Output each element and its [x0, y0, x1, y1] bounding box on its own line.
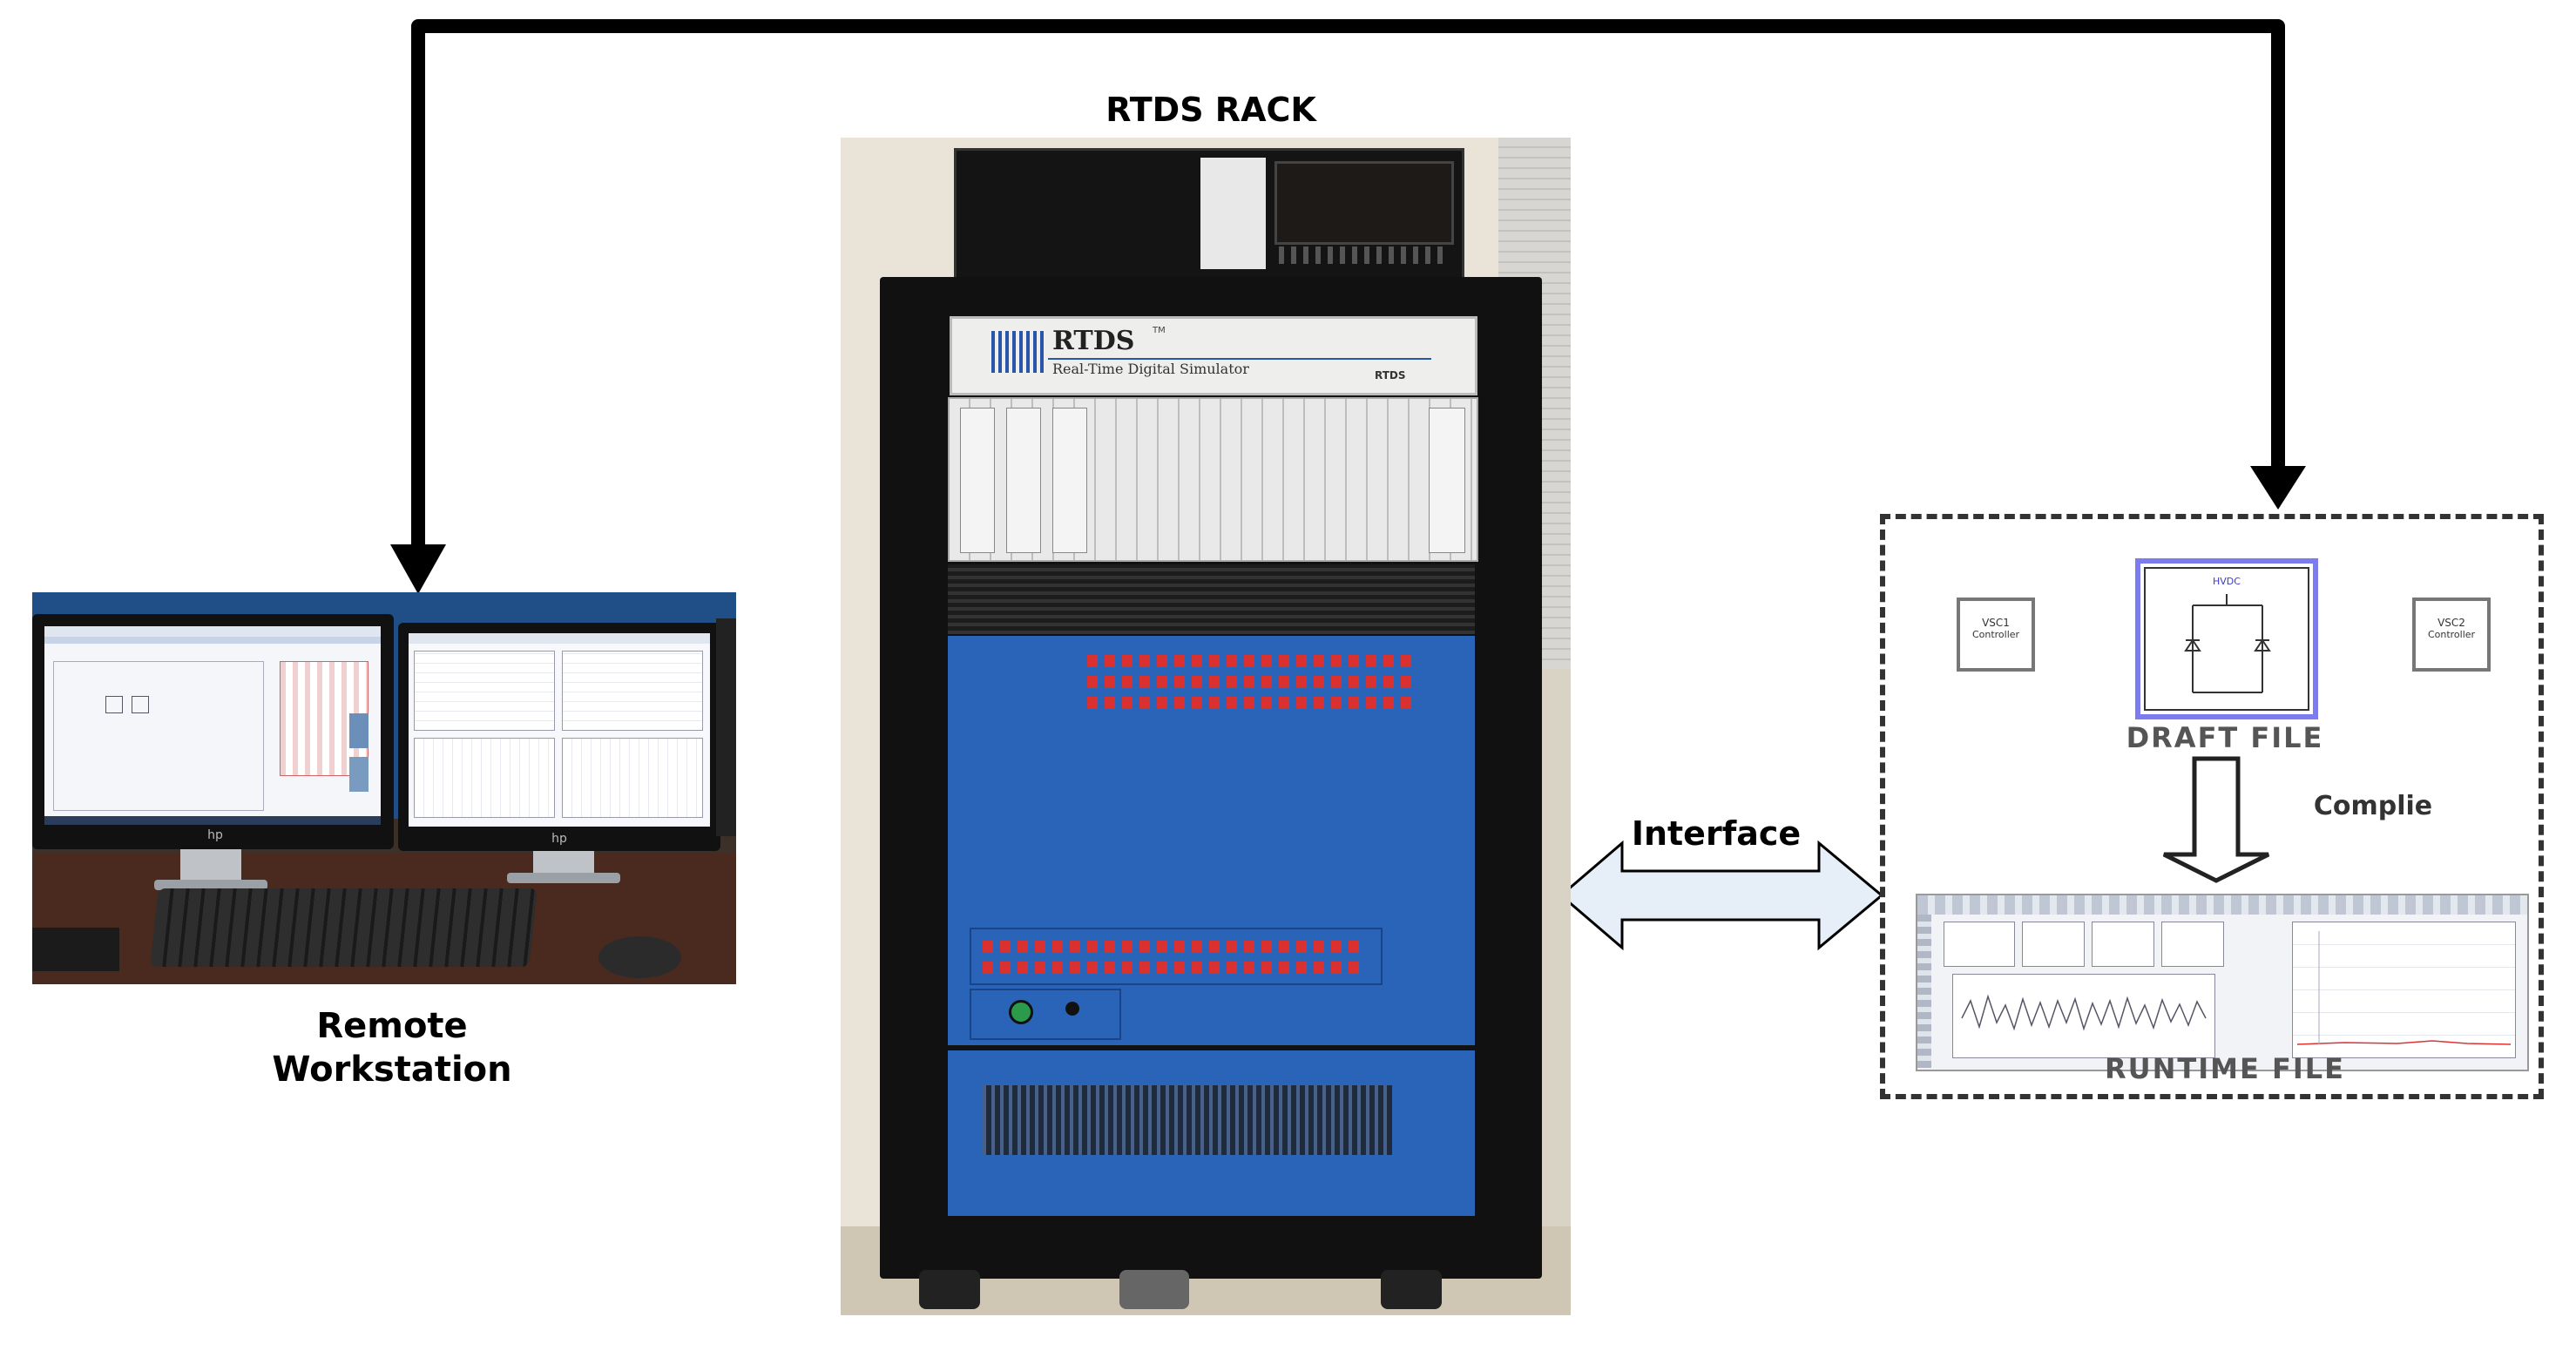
green-connector	[1009, 1000, 1033, 1024]
interface-label: Interface	[1631, 814, 1802, 853]
monitor-right-screen	[409, 633, 710, 827]
arrowhead-to-software	[2250, 466, 2306, 510]
rtds-tm: TM	[1153, 326, 1166, 335]
top-unit-white-panel	[1200, 158, 1266, 269]
vsc2-sublabel: Controller	[2427, 629, 2476, 640]
phone	[32, 928, 119, 971]
red-terminal-row-3	[1087, 697, 1418, 709]
compile-down-arrow	[2162, 756, 2270, 883]
vsc2-controller-block: VSC2 Controller	[2412, 598, 2491, 672]
rtds-brand: RTDS	[1052, 326, 1135, 356]
interface-double-arrow	[1558, 840, 1884, 951]
vent-strip	[948, 564, 1475, 634]
runtime-meter-3	[2092, 922, 2154, 967]
arrowhead-to-workstation	[390, 544, 446, 594]
monitor-left-stand	[180, 849, 241, 884]
fan-grill-panel	[948, 1050, 1475, 1216]
workstation-photo: hp hp	[32, 592, 736, 984]
top-unit-display	[1274, 161, 1454, 245]
vsc2-label: VSC2	[2437, 617, 2465, 629]
runtime-plot-right	[2292, 922, 2516, 1058]
red-terminal-row-5	[983, 962, 1366, 974]
rtds-rack-photo: RTDS TM Real-Time Digital Simulator RTDS	[841, 138, 1571, 1315]
workstation-label-line1: Remote	[316, 1006, 468, 1046]
monitor-right: hp	[398, 623, 720, 851]
blue-terminal-panel	[948, 636, 1475, 1045]
monitor-right-logo: hp	[551, 832, 567, 846]
feedback-connector-line	[411, 19, 2285, 553]
monitor-left-logo: hp	[207, 828, 223, 842]
rtds-subtitle: Real-Time Digital Simulator	[1052, 361, 1249, 377]
runtime-screenshot	[1916, 894, 2529, 1071]
hvdc-converter-symbol	[2184, 594, 2271, 693]
fan-grill	[983, 1085, 1392, 1155]
hvdc-label: HVDC	[2213, 576, 2241, 587]
runtime-meter-1	[1944, 922, 2015, 967]
red-terminal-row-2	[1087, 676, 1418, 688]
rtds-logo-bars	[991, 331, 1044, 373]
runtime-meter-2	[2022, 922, 2085, 967]
card-cage	[948, 397, 1478, 562]
vsc1-sublabel: Controller	[1971, 629, 2020, 640]
rack-cabinet: RTDS TM Real-Time Digital Simulator RTDS	[880, 277, 1542, 1279]
software-panel: VSC1 Controller HVDC VSC2 Controller DRA…	[1880, 514, 2544, 1099]
mouse	[598, 936, 681, 978]
hvdc-block: HVDC	[2135, 558, 2318, 719]
rack-title: RTDS RACK	[1105, 91, 1316, 129]
draft-file-label: DRAFT FILE	[2126, 721, 2324, 754]
monitor-left-screen	[44, 626, 381, 825]
runtime-meter-4	[2161, 922, 2224, 967]
runtime-file-label: RUNTIME FILE	[2105, 1052, 2345, 1085]
runtime-toolbar	[1917, 895, 2527, 915]
vsc1-label: VSC1	[1982, 617, 2010, 629]
monitor-left: hp	[32, 614, 394, 849]
red-terminal-row-1	[1087, 655, 1418, 667]
runtime-plot-left	[1952, 974, 2215, 1058]
rtds-badge: RTDS	[1375, 369, 1406, 382]
vsc1-controller-block: VSC1 Controller	[1957, 598, 2035, 672]
compile-label: Complie	[2313, 791, 2433, 821]
compile-arrow-layer	[2162, 756, 2270, 883]
top-controller-unit	[954, 148, 1464, 280]
keyboard	[150, 888, 538, 967]
workstation-label-line2: Workstation	[272, 1050, 512, 1090]
rtds-header-plate: RTDS TM Real-Time Digital Simulator RTDS	[950, 316, 1477, 395]
red-terminal-row-4	[983, 941, 1366, 953]
